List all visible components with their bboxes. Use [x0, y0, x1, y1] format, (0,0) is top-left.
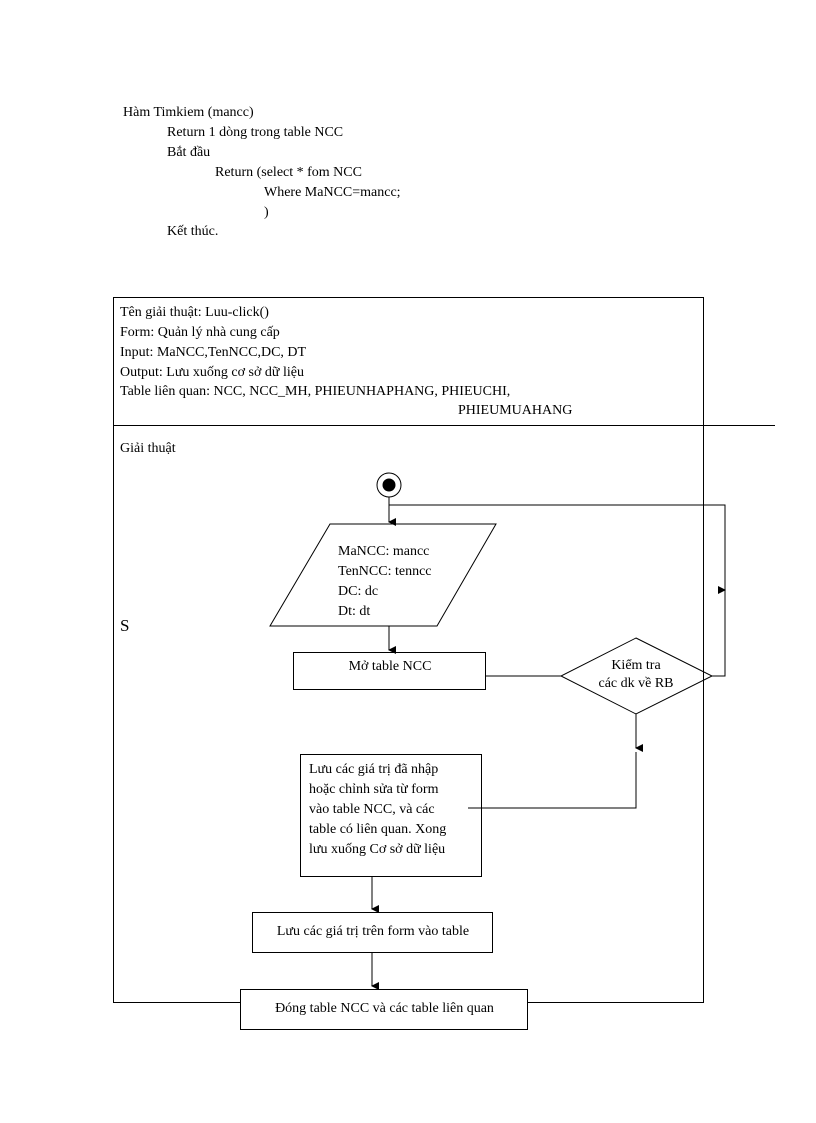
decision-line-2: các dk về RB: [598, 676, 674, 691]
open-table-box: [293, 652, 486, 690]
input-line-tenncc: TenNCC: tenncc: [338, 564, 432, 579]
code-line-end: Kết thúc.: [167, 224, 219, 239]
save-form-label: Lưu các giá trị trên form vào table: [276, 924, 470, 939]
decision-text: Kiểm tra các dk về RB: [576, 657, 696, 693]
input-line-dc: DC: dc: [338, 584, 379, 599]
open-table-label: Mở table NCC: [348, 659, 432, 674]
info-tables: Table liên quan: NCC, NCC_MH, PHIEUNHAPH…: [120, 384, 511, 399]
save-line-1: Lưu các giá trị đã nhập: [309, 762, 439, 777]
info-name: Tên giải thuật: Luu-click(): [120, 305, 269, 320]
edge-loop-back: [389, 504, 726, 592]
save-form-box: [252, 912, 493, 953]
code-line-begin: Bắt đầu: [167, 145, 211, 160]
save-line-3: vào table NCC, và các: [309, 802, 435, 817]
save-line-4: table có liên quan. Xong: [309, 822, 447, 837]
edge-loop-up: [712, 586, 726, 677]
info-output: Output: Lưu xuống cơ sở dữ liệu: [120, 365, 304, 380]
info-form: Form: Quản lý nhà cung cấp: [120, 325, 280, 340]
close-table-label: Đóng table NCC và các table liên quan: [275, 1001, 494, 1016]
save-line-2: hoặc chỉnh sửa từ form: [309, 782, 439, 797]
algorithm-frame: [113, 297, 704, 1003]
input-parallelogram: [269, 523, 497, 627]
edge-decision-save: [468, 752, 637, 809]
decision-line-1: Kiểm tra: [611, 658, 661, 673]
close-table-box: [240, 989, 528, 1030]
save-values-box: [300, 754, 482, 877]
code-line-function: Hàm Timkiem (mancc): [123, 105, 254, 120]
info-tables-cont: PHIEUMUAHANG: [458, 403, 573, 418]
input-line-mancc: MaNCC: mancc: [338, 544, 430, 559]
code-line-return-desc: Return 1 dòng trong table NCC: [167, 125, 344, 140]
input-text: MaNCC: mancc TenNCC: tenncc DC: dc Dt: d…: [338, 542, 432, 622]
code-line-close-paren: ): [264, 205, 269, 220]
info-input: Input: MaNCC,TenNCC,DC, DT: [120, 345, 307, 360]
algorithm-label: Giải thuật: [120, 441, 176, 456]
save-line-5: lưu xuống Cơ sở dữ liệu: [309, 842, 446, 857]
side-label: S: [120, 616, 130, 635]
code-line-where: Where MaNCC=mancc;: [264, 185, 401, 200]
code-line-select: Return (select * fom NCC: [215, 165, 362, 180]
start-node-inner: [382, 478, 396, 492]
input-line-dt: Dt: dt: [338, 604, 371, 619]
save-values-text: Lưu các giá trị đã nhập hoặc chỉnh sửa t…: [309, 760, 446, 860]
